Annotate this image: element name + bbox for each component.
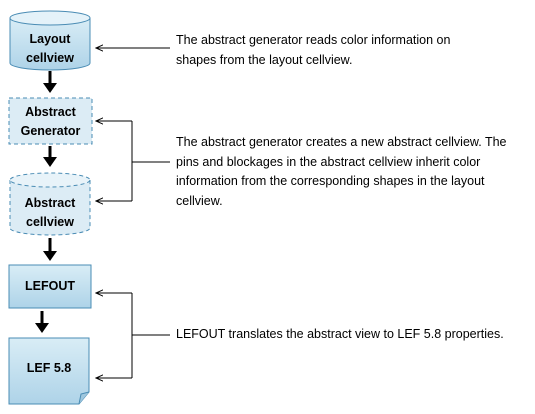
creates-connector bbox=[96, 121, 170, 201]
reads-description: The abstract generator reads color infor… bbox=[176, 31, 450, 70]
abstract-generator-box bbox=[8, 97, 93, 145]
reads-description-line2: shapes from the layout cellview. bbox=[176, 52, 353, 67]
translates-connector bbox=[96, 293, 170, 378]
creates-description: The abstract generator creates a new abs… bbox=[176, 133, 507, 211]
flow-arrow-3 bbox=[43, 238, 57, 261]
creates-description-line1: The abstract generator creates a new abs… bbox=[176, 135, 507, 149]
layout-cellview-label-line1: Layout bbox=[29, 32, 71, 46]
creates-description-line4: cellview. bbox=[176, 193, 223, 208]
abstract-cellview-cylinder bbox=[9, 172, 91, 236]
reads-description-line1: The abstract generator reads color infor… bbox=[176, 33, 451, 47]
abstract-cellview-label-line1: Abstract bbox=[24, 196, 76, 210]
lef58-document bbox=[8, 337, 90, 405]
layout-cellview-cylinder bbox=[9, 10, 91, 71]
layout-cellview-label-line2: cellview bbox=[26, 51, 74, 65]
translates-description: LEFOUT translates the abstract view to L… bbox=[176, 325, 504, 345]
abstract-generator-label-line1: Abstract bbox=[25, 105, 76, 119]
abstract-generator-label-line2: Generator bbox=[20, 124, 81, 138]
abstract-generator-label: Abstract Generator bbox=[9, 103, 92, 141]
flow-arrow-4 bbox=[35, 311, 49, 333]
translates-description-line1: LEFOUT translates the abstract view to L… bbox=[176, 327, 504, 341]
abstract-cellview-label: Abstract cellview bbox=[10, 194, 90, 232]
lefout-box bbox=[8, 264, 92, 309]
abstract-cellview-label-line2: cellview bbox=[26, 215, 74, 229]
creates-description-line3: information from the corresponding shape… bbox=[176, 174, 485, 188]
flow-arrow-1 bbox=[43, 71, 57, 93]
lef58-label: LEF 5.8 bbox=[26, 361, 72, 375]
creates-description-line2: pins and blockages in the abstract cellv… bbox=[176, 154, 481, 169]
lefout-label: LEFOUT bbox=[25, 279, 75, 293]
layout-cellview-label: Layout cellview bbox=[10, 30, 90, 68]
flow-arrow-2 bbox=[43, 146, 57, 167]
